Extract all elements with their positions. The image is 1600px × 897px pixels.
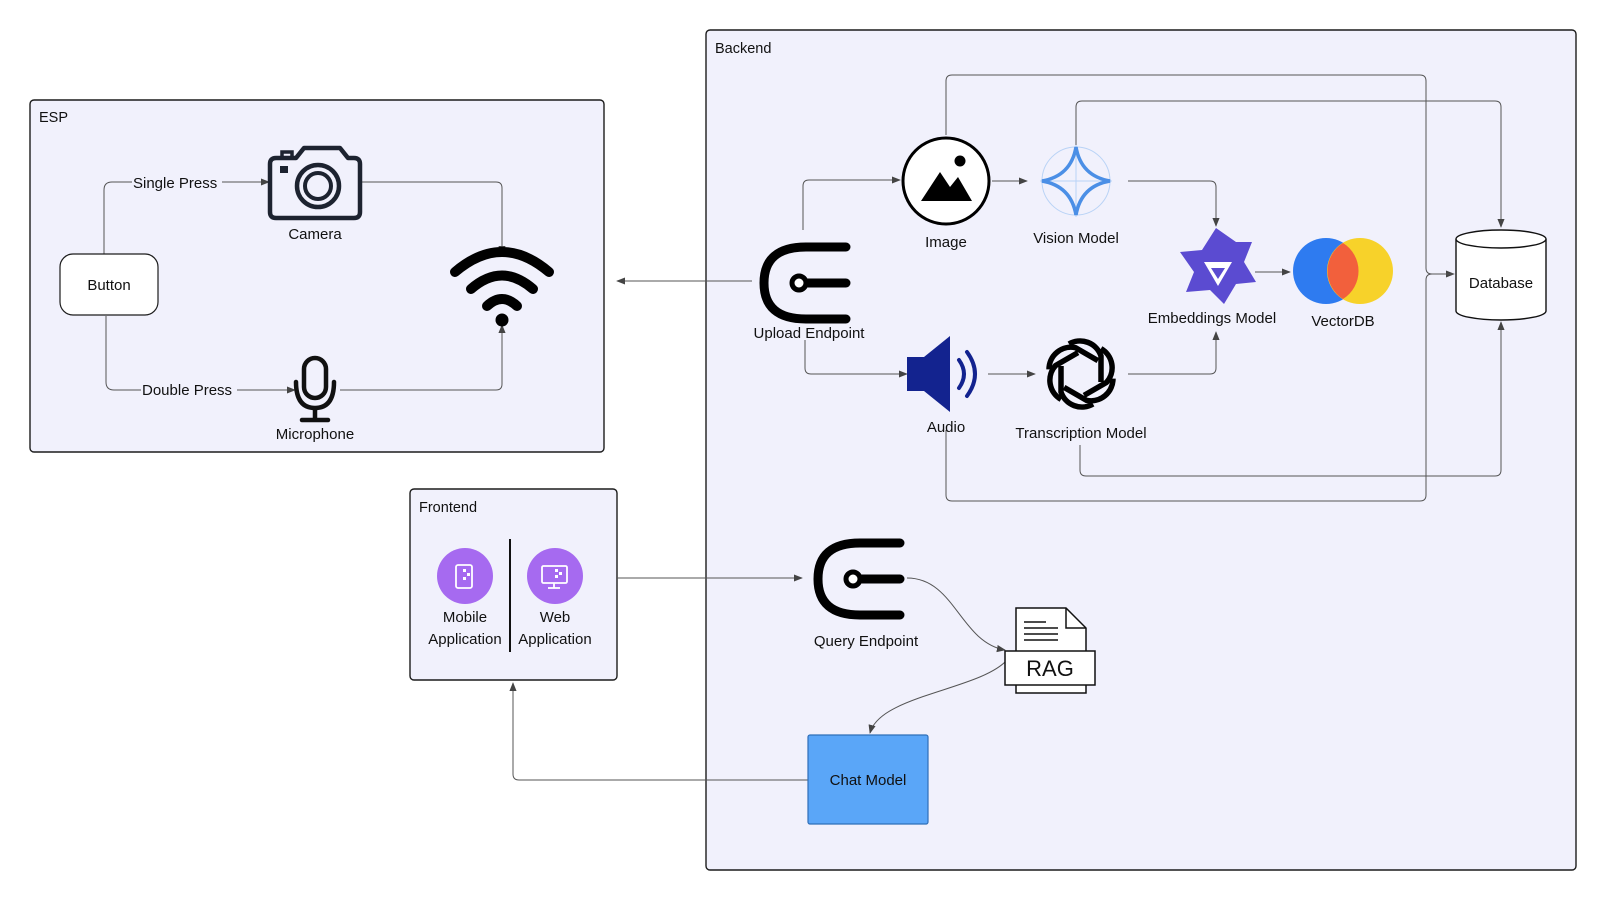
frontend-group-label: Frontend: [419, 500, 477, 516]
web-app-icon: [527, 548, 583, 604]
edge-button-microphone: [105, 316, 296, 394]
microphone-label: Microphone: [276, 426, 354, 443]
edge-image-database: [945, 74, 1455, 278]
speaker-icon: [907, 336, 977, 412]
chat-model-label: Chat Model: [830, 772, 907, 789]
edge-camera-wifi: [360, 181, 506, 255]
edge-transcription-embeddings: [1128, 331, 1220, 375]
vision-model-label: Vision Model: [1033, 230, 1119, 247]
connectors: [103, 74, 1505, 781]
edge-rag-chat: [868, 659, 1008, 734]
image-label: Image: [925, 234, 967, 251]
upload-endpoint-label: Upload Endpoint: [754, 325, 866, 342]
chat-model-node: Chat Model: [807, 734, 929, 825]
edge-upload-image: [802, 176, 901, 230]
microphone-icon: [293, 355, 337, 423]
edge-query-rag: [906, 577, 1006, 653]
document-icon: [1004, 607, 1096, 694]
camera-label: Camera: [288, 226, 342, 243]
transcription-model-label: Transcription Model: [1015, 425, 1146, 442]
audio-label: Audio: [927, 419, 965, 436]
edge-upload-audio: [804, 340, 908, 378]
vectordb-logo-icon: [1293, 238, 1393, 304]
esp-group-label: ESP: [39, 110, 68, 126]
edge-label-single-press: Single Press: [133, 175, 217, 192]
frontend-group: [409, 488, 618, 681]
mobile-app-icon: [437, 548, 493, 604]
web-app-label-line2: Application: [518, 631, 591, 648]
camera-icon: [267, 145, 363, 221]
database-cylinder-icon: [1455, 229, 1547, 321]
embeddings-model-label: Embeddings Model: [1148, 310, 1276, 327]
edge-microphone-wifi: [340, 324, 506, 391]
openai-logo-icon: [1046, 338, 1116, 410]
qwen-logo-icon: [1180, 228, 1256, 304]
edge-vision-database: [1075, 100, 1505, 228]
edge-audio-database: [945, 273, 1454, 502]
button-label: Button: [87, 277, 130, 294]
rag-label: RAG: [1026, 656, 1074, 681]
wifi-icon: [450, 247, 554, 327]
image-icon: [901, 136, 991, 226]
mobile-app-label-line1: Mobile: [443, 609, 487, 626]
edge-button-camera: [103, 178, 270, 254]
edge-transcription-database: [1079, 321, 1505, 477]
query-endpoint-icon: [813, 538, 905, 620]
edge-label-double-press: Double Press: [142, 382, 232, 399]
sparkle-icon: [1040, 145, 1112, 217]
upload-endpoint-icon: [759, 242, 851, 324]
edge-chat-frontend: [509, 682, 808, 781]
button-node: Button: [59, 253, 159, 316]
web-app-label-line1: Web: [540, 609, 571, 626]
vectordb-label: VectorDB: [1311, 313, 1374, 330]
mobile-app-label-line2: Application: [428, 631, 501, 648]
backend-group-label: Backend: [715, 41, 771, 57]
edge-vision-embeddings: [1128, 180, 1220, 227]
query-endpoint-label: Query Endpoint: [814, 633, 919, 650]
database-label: Database: [1469, 275, 1533, 292]
